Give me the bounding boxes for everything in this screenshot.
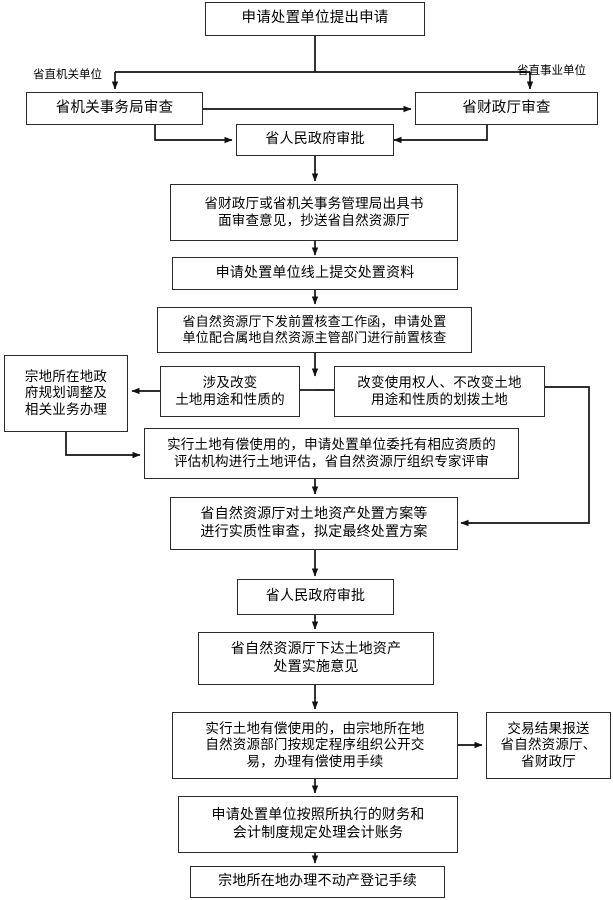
node-online-submit[interactable]: 申请处置单位线上提交处置资料 [172, 257, 458, 290]
node-registration-label: 宗地所在地办理不动产登记手续 [218, 874, 417, 890]
node-public-trade[interactable]: 实行土地有偿使用的，由宗地所在地 自然资源部门按规定程序组织公开交 易，办理有偿… [172, 712, 458, 779]
node-written-opinion-label: 省财政厅或省机关事务管理局出具书 面审查意见，抄送省自然资源厅 [204, 196, 424, 228]
node-substantive-review-label: 省自然资源厅对土地资产处置方案等 进行实质性审查，拟定最终处置方案 [200, 507, 428, 540]
edge-label-branch-right-text: 省直事业单位 [517, 65, 586, 77]
node-org-review-label: 省机关事务局审查 [55, 99, 174, 116]
node-online-submit-label: 申请处置单位线上提交处置资料 [215, 265, 415, 281]
node-accounting-label: 申请处置单位按照所执行的财务和 会计制度规定处理会计账务 [211, 808, 425, 841]
edge-label-branch-left: 省直机关单位 [33, 69, 102, 82]
edge-landgov-to-appraisal [65, 431, 141, 459]
node-precheck[interactable]: 省自然资源厅下发前置核查工作函，申请处置 单位配合属地自然资源主管部门进行前置核… [157, 307, 472, 353]
node-gov-approve-2-label: 省人民政府审批 [265, 589, 366, 605]
node-registration[interactable]: 宗地所在地办理不动产登记手续 [190, 866, 445, 898]
node-accounting[interactable]: 申请处置单位按照所执行的财务和 会计制度规定处理会计账务 [178, 796, 458, 853]
node-issue-opinion[interactable]: 省自然资源厅下达土地资产 处置实施意见 [198, 632, 434, 685]
edge-org-to-gov [154, 125, 233, 144]
node-finance-review[interactable]: 省财政厅审查 [415, 92, 598, 125]
node-land-gov-plan[interactable]: 宗地所在地政 府规划调整及 相关业务办理 [4, 355, 128, 432]
edge-label-branch-left-text: 省直机关单位 [33, 69, 102, 81]
node-apply[interactable]: 申请处置单位提出申请 [205, 2, 425, 36]
node-gov-approve-1[interactable]: 省人民政府审批 [236, 124, 394, 156]
edge-finance-to-gov [393, 125, 488, 144]
node-appraisal[interactable]: 实行土地有偿使用的，申请处置单位委托有相应资质的 评估机构进行土地评估，省自然资… [144, 428, 519, 479]
node-apply-label: 申请处置单位提出申请 [241, 10, 389, 27]
node-written-opinion[interactable]: 省财政厅或省机关事务管理局出具书 面审查意见，抄送省自然资源厅 [170, 184, 458, 241]
node-report-result[interactable]: 交易结果报送 省自然资源厅、 省财政厅 [486, 712, 611, 779]
edge-label-branch-right: 省直事业单位 [517, 65, 586, 78]
node-org-review[interactable]: 省机关事务局审查 [26, 92, 203, 125]
node-appraisal-label: 实行土地有偿使用的，申请处置单位委托有相应资质的 评估机构进行土地评估，省自然资… [167, 437, 496, 469]
edge-changeholder-to-review [460, 386, 590, 527]
node-substantive-review[interactable]: 省自然资源厅对土地资产处置方案等 进行实质性审查，拟定最终处置方案 [170, 497, 458, 550]
node-change-holder[interactable]: 改变使用权人、不改变土地 用途和性质的划拨土地 [334, 366, 545, 417]
node-public-trade-label: 实行土地有偿使用的，由宗地所在地 自然资源部门按规定程序组织公开交 易，办理有偿… [205, 720, 425, 769]
node-gov-approve-1-label: 省人民政府审批 [265, 132, 365, 148]
node-gov-approve-2[interactable]: 省人民政府审批 [237, 579, 394, 615]
node-change-use-label: 涉及改变 土地用途和性质的 [175, 375, 285, 407]
node-issue-opinion-label: 省自然资源厅下达土地资产 处置实施意见 [230, 642, 402, 675]
node-land-gov-plan-label: 宗地所在地政 府规划调整及 相关业务办理 [24, 368, 108, 417]
node-finance-review-label: 省财政厅审查 [462, 99, 551, 116]
node-precheck-label: 省自然资源厅下发前置核查工作函，申请处置 单位配合属地自然资源主管部门进行前置核… [182, 314, 447, 345]
node-report-result-label: 交易结果报送 省自然资源厅、 省财政厅 [500, 720, 597, 769]
node-change-holder-label: 改变使用权人、不改变土地 用途和性质的划拨土地 [357, 375, 522, 407]
node-change-use[interactable]: 涉及改变 土地用途和性质的 [160, 366, 300, 417]
